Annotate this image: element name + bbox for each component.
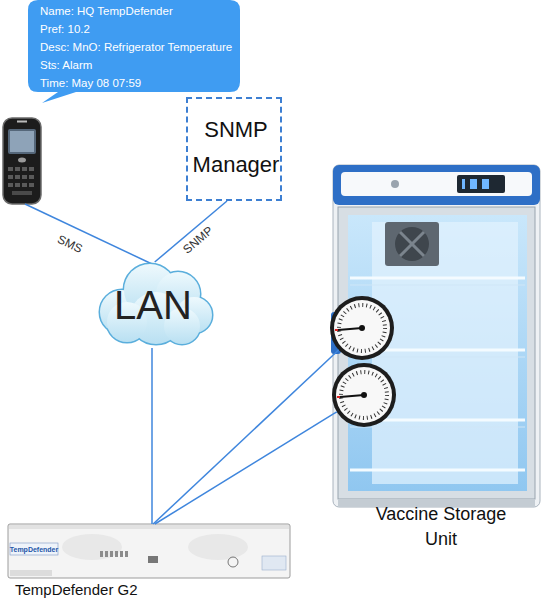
mobile-phone [22, 167, 27, 171]
unit-caption: Vaccine Storage Unit [366, 502, 516, 552]
dial-thermometer [359, 325, 365, 331]
refrigerator [350, 469, 525, 472]
dial-thermometer [341, 372, 387, 418]
dial-thermometer [338, 328, 362, 330]
dial-thermometer [330, 296, 394, 360]
brand-logo: TempDefender [10, 546, 59, 553]
message-line: Desc: MnO: Refrigerator Temperature [40, 38, 240, 56]
refrigerator [372, 222, 518, 484]
refrigerator [462, 179, 465, 189]
monitoring-device [125, 551, 128, 557]
link-line [155, 414, 333, 524]
dial-thermometer [336, 367, 392, 423]
speech-bubble: Name: HQ TempDefenderPref: 10.2Desc: MnO… [28, 0, 242, 104]
monitoring-device [10, 570, 52, 576]
refrigerator [395, 227, 429, 261]
monitoring-device [262, 556, 286, 570]
monitoring-device [100, 551, 103, 557]
dial-thermometer [335, 329, 338, 331]
monitoring-device [10, 543, 58, 555]
refrigerator [350, 277, 525, 280]
mobile-phone [15, 183, 20, 187]
message-line: Time: May 08 07:59 [40, 74, 240, 92]
dial-thermometer [330, 296, 394, 360]
message-line: Name: HQ TempDefender [40, 2, 240, 20]
refrigerator [457, 175, 505, 193]
refrigerator [470, 179, 477, 189]
bubble-outline [28, 0, 240, 103]
monitoring-device [120, 551, 123, 557]
monitoring-device [62, 534, 122, 560]
link-label: SMS [55, 232, 85, 256]
mobile-phone [29, 167, 34, 171]
mobile-phone [29, 183, 34, 187]
sms-link [25, 204, 152, 264]
monitoring-device [105, 551, 108, 557]
refrigerator [350, 285, 525, 286]
sensor-wire [333, 412, 337, 414]
monitoring-device [148, 556, 158, 563]
mobile-phone [10, 131, 34, 152]
dashed-box: SNMP Manager [186, 97, 282, 201]
message-line: Pref: 10.2 [40, 20, 240, 38]
storage-node: Vaccine Storage Unit [333, 160, 543, 545]
link-line [155, 201, 227, 262]
message-line: Sts: Alarm [40, 56, 240, 74]
mobile-phone [17, 121, 27, 123]
refrigerator [333, 165, 540, 507]
refrigerator [331, 165, 540, 507]
refrigerator [400, 232, 424, 256]
monitoring-device [228, 557, 238, 567]
mobile-phone [22, 175, 27, 179]
dial-thermometer [339, 305, 385, 351]
dial-thermometer [332, 363, 396, 427]
cloud-shape: LAN [92, 262, 214, 348]
refrigerator [400, 232, 424, 256]
monitoring-device [110, 551, 113, 557]
refrigerator [350, 427, 525, 428]
monitoring-device [115, 551, 118, 557]
monitoring-device [8, 524, 290, 578]
monitoring-device [8, 524, 290, 578]
refrigerator [482, 179, 489, 189]
mobile-phone [8, 167, 13, 171]
sensor-wire [333, 350, 339, 355]
mobile-phone [15, 167, 20, 171]
device-node: TempDefender G2 [8, 524, 292, 602]
mobile-phone [8, 129, 36, 154]
mobile-phone [15, 175, 20, 179]
dial-thermometer [334, 300, 390, 356]
mobile-phone [3, 118, 41, 204]
mobile-phone [3, 118, 41, 204]
refrigerator [385, 222, 439, 266]
dial-thermometer [361, 392, 367, 398]
refrigerator [391, 180, 399, 188]
refrigerator [341, 172, 532, 196]
mobile-phone [18, 158, 26, 163]
cloud-title: LAN [92, 281, 214, 329]
mobile-phone [8, 175, 13, 179]
monitoring-device [188, 534, 248, 560]
device-caption: TempDefender G2 [15, 580, 215, 600]
dial-thermometer [332, 363, 396, 427]
mobile-phone [22, 183, 27, 187]
monitoring-device [9, 525, 289, 529]
dial-thermometer [337, 396, 340, 398]
mobile-phone [12, 191, 32, 195]
link-line [153, 355, 333, 524]
mobile-phone [29, 175, 34, 179]
mobile-phone [8, 183, 13, 187]
link-label: SNMP [180, 223, 216, 256]
box-title: SNMP Manager [188, 112, 284, 182]
link-line [151, 348, 153, 524]
refrigerator [333, 165, 540, 205]
dial-thermometer [340, 395, 364, 397]
